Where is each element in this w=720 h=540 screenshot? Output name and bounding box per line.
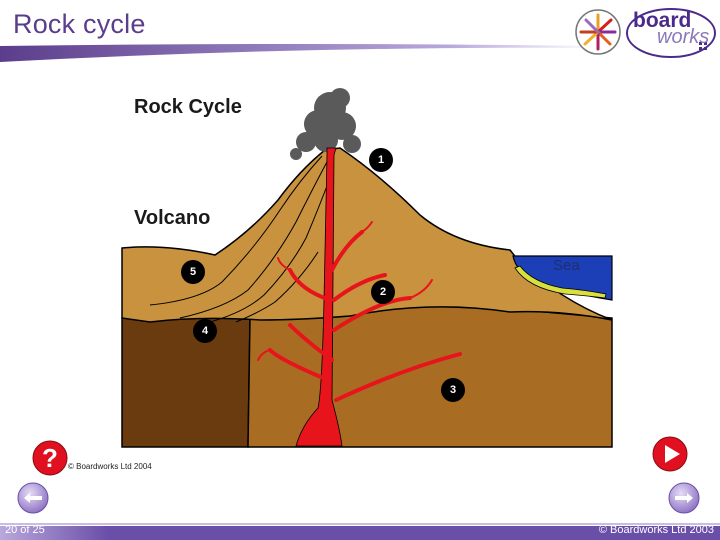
- magma-branches: [268, 230, 462, 402]
- marker-5[interactable]: 5: [181, 260, 205, 284]
- question-mark-icon: ?: [32, 440, 68, 476]
- bottom-bar: [0, 523, 720, 540]
- help-button[interactable]: ?: [32, 440, 68, 476]
- boardworks-logo: board works: [573, 4, 719, 60]
- logo-word-board: board: [633, 9, 692, 32]
- page-counter: 20 of 25: [5, 524, 45, 536]
- sea-sediment: [514, 265, 607, 299]
- play-icon: [652, 436, 688, 472]
- play-button[interactable]: [652, 436, 688, 472]
- diagram-subheading: Volcano: [134, 207, 211, 229]
- logo-word-works: works: [657, 26, 710, 48]
- smoke-plume: [290, 88, 361, 160]
- sea-label: Sea: [553, 257, 580, 274]
- sedimentary-rock-body: [247, 299, 613, 448]
- next-slide-button[interactable]: [668, 482, 700, 514]
- diagram-heading: Rock Cycle: [134, 96, 242, 118]
- marker-4[interactable]: 4: [193, 319, 217, 343]
- slide-title: Rock cycle: [13, 9, 146, 39]
- previous-slide-icon: [17, 482, 49, 514]
- dark-rock-layer: [121, 317, 251, 448]
- marker-2[interactable]: 2: [371, 280, 395, 304]
- marker-3[interactable]: 3: [441, 378, 465, 402]
- ash-layer-lines: [149, 155, 334, 323]
- next-slide-icon: [668, 482, 700, 514]
- previous-slide-button[interactable]: [17, 482, 49, 514]
- marker-1[interactable]: 1: [369, 148, 393, 172]
- title-underline: [0, 44, 600, 62]
- image-copyright: © Boardworks Ltd 2004: [68, 462, 152, 471]
- footer-copyright: © Boardworks Ltd 2003: [598, 524, 714, 536]
- svg-text:?: ?: [42, 443, 58, 473]
